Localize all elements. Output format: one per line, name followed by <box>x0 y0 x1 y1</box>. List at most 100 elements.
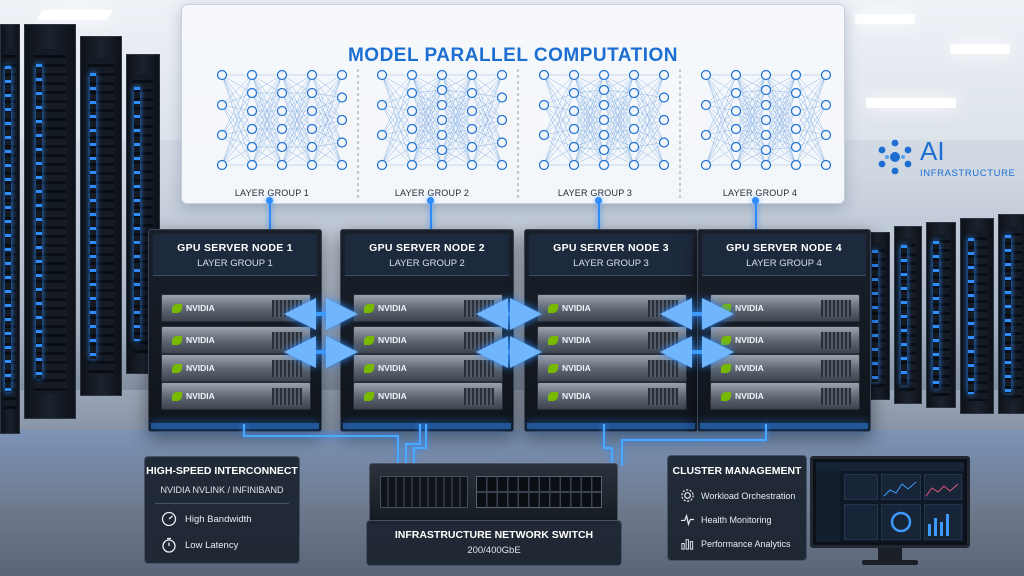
server-rack <box>894 226 922 404</box>
nn-edge <box>543 128 575 166</box>
nn-node <box>466 105 478 117</box>
nn-edge <box>735 110 767 136</box>
nn-edge <box>251 74 283 112</box>
nn-edge <box>311 110 343 143</box>
gpu-card: NVIDIA <box>353 294 503 322</box>
nvidia-logo-icon <box>172 304 182 313</box>
nn-node <box>306 87 318 99</box>
nvidia-logo-icon <box>364 364 374 373</box>
nn-edge <box>573 104 605 148</box>
node-header: GPU SERVER NODE 3 LAYER GROUP 3 <box>529 234 693 276</box>
nn-edge <box>573 128 605 151</box>
nn-edge <box>441 92 473 121</box>
nn-node <box>376 99 388 111</box>
nn-edge <box>633 119 665 148</box>
cluster-management-panel: CLUSTER MANAGEMENT Workload Orchestratio… <box>667 455 807 561</box>
nn-edge <box>471 97 503 166</box>
nn-edge <box>573 74 605 148</box>
nn-edge <box>441 89 473 130</box>
nn-edge <box>471 110 503 121</box>
nn-edge <box>381 104 413 148</box>
nn-edge <box>441 110 473 136</box>
nn-edge <box>573 74 605 130</box>
layer-group-label-1: LAYER GROUP 1 <box>234 188 310 198</box>
nn-edge <box>543 74 575 106</box>
nn-edge <box>311 142 343 166</box>
nn-node <box>466 159 478 171</box>
nn-node <box>628 69 640 81</box>
nn-edge <box>735 74 767 112</box>
nn-edge <box>705 134 737 148</box>
nn-edge <box>765 89 797 130</box>
nn-edge <box>381 110 413 136</box>
nn-edge <box>765 74 797 106</box>
nn-node <box>598 159 610 171</box>
nn-edge <box>411 149 443 166</box>
neural-network-diagram <box>216 69 832 201</box>
gpu-card: NVIDIA <box>353 326 503 354</box>
nn-edge <box>735 92 767 136</box>
feature-label: Workload Orchestration <box>701 490 796 501</box>
feature-label: High Bandwidth <box>185 513 252 525</box>
nn-edge <box>471 110 503 143</box>
nn-node <box>336 114 348 126</box>
nn-node <box>216 69 228 81</box>
gpu-label: NVIDIA <box>186 391 215 401</box>
nn-node <box>376 129 388 141</box>
feature-health-monitoring: Health Monitoring <box>680 512 772 527</box>
nn-edge <box>633 74 665 98</box>
nn-edge <box>633 74 665 94</box>
node-glow <box>527 423 695 429</box>
nn-edge <box>441 128 473 151</box>
nn-edge <box>251 146 283 166</box>
nn-node <box>568 123 580 135</box>
nn-edge <box>735 104 767 148</box>
nn-edge <box>735 74 767 94</box>
nn-edge <box>603 74 635 136</box>
ceiling-light <box>37 10 113 20</box>
connector-dot <box>266 197 273 204</box>
nn-node <box>306 105 318 117</box>
node-header: GPU SERVER NODE 2 LAYER GROUP 2 <box>345 234 509 276</box>
stopwatch-icon <box>162 537 176 553</box>
dashboard-card <box>881 504 921 540</box>
nn-edge <box>573 134 605 166</box>
nn-edge <box>573 89 605 112</box>
nn-edge <box>311 119 343 166</box>
nn-edge <box>543 146 575 166</box>
gpu-card: NVIDIA <box>161 326 311 354</box>
nn-edge <box>411 74 443 94</box>
nn-edge <box>603 89 635 166</box>
nvidia-logo-icon <box>721 304 731 313</box>
nn-edge <box>471 74 503 94</box>
nn-edge <box>603 104 635 166</box>
nn-edge <box>311 74 343 112</box>
nn-edge <box>441 89 473 112</box>
nn-node <box>276 123 288 135</box>
nn-edge <box>705 92 737 136</box>
connector-line <box>269 203 271 231</box>
nn-edge <box>765 119 797 130</box>
interconnect-title: HIGH-SPEED INTERCONNECT <box>146 465 298 477</box>
nn-edge <box>633 92 665 143</box>
nn-edge <box>795 104 827 130</box>
nn-edge <box>603 89 635 130</box>
nn-edge <box>381 92 413 106</box>
nn-edge <box>381 134 413 148</box>
nn-edge <box>441 110 473 166</box>
nn-edge <box>765 104 797 166</box>
nn-edge <box>471 142 503 166</box>
nn-edge <box>411 119 443 130</box>
nn-node <box>216 159 228 171</box>
nn-edge <box>411 92 443 136</box>
nn-edge <box>765 92 797 121</box>
nn-edge <box>633 74 665 143</box>
gpu-server-node-1: GPU SERVER NODE 1 LAYER GROUP 1 NVIDIA N… <box>148 229 322 432</box>
nn-edge <box>765 119 797 166</box>
nn-node <box>568 141 580 153</box>
monitor-sidebar <box>816 471 840 542</box>
nn-edge <box>221 92 253 136</box>
speedometer-icon <box>161 511 177 527</box>
nn-edge <box>311 97 343 148</box>
gpu-card: NVIDIA <box>353 382 503 410</box>
